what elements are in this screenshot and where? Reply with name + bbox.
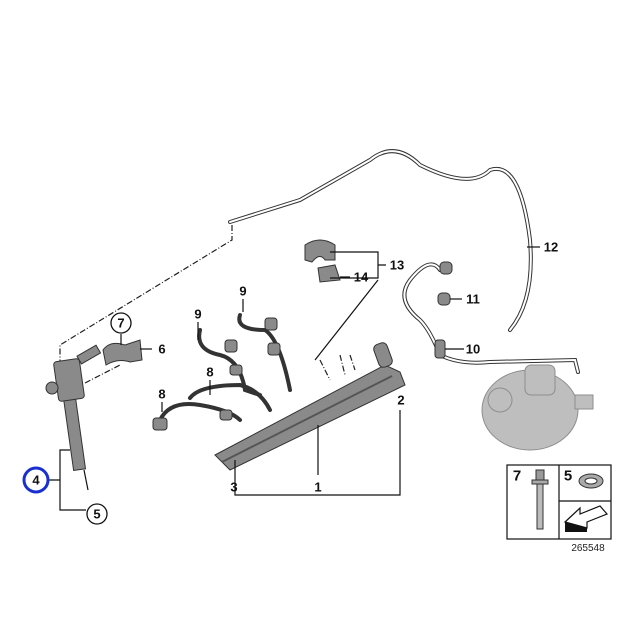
line-connector	[434, 339, 446, 359]
bracket-14[interactable]	[317, 264, 341, 283]
callout-8[interactable]: 8	[206, 365, 213, 380]
callout-2[interactable]: 2	[397, 393, 404, 408]
callout-5[interactable]: 5	[93, 507, 100, 522]
fuel-rail-1[interactable]	[214, 341, 406, 471]
callout-4-highlight	[22, 466, 50, 494]
legend-label-7: 7	[513, 468, 521, 485]
callout-4[interactable]: 4	[32, 473, 40, 488]
bolt-icon	[531, 469, 549, 530]
callout-7[interactable]: 7	[117, 316, 124, 331]
callout-9[interactable]: 9	[239, 284, 246, 299]
callout-12[interactable]: 12	[544, 240, 558, 255]
callout-3[interactable]: 3	[230, 480, 237, 495]
callout-9[interactable]: 9	[194, 307, 201, 322]
callout-14[interactable]: 14	[354, 270, 369, 285]
arrow-icon	[563, 505, 609, 529]
callout-8[interactable]: 8	[158, 387, 165, 402]
callout-1[interactable]: 1	[314, 480, 321, 495]
callout-6[interactable]: 6	[158, 342, 165, 357]
callout-13[interactable]: 13	[390, 258, 404, 273]
leader-lines	[48, 246, 540, 511]
fuel-injector-4[interactable]	[45, 344, 102, 491]
leak-oil-line-12	[228, 149, 533, 332]
high-pressure-pump	[481, 364, 594, 451]
callout-11[interactable]: 11	[466, 292, 480, 307]
clamp-6[interactable]	[102, 339, 143, 366]
injector-lines-8-9[interactable]	[152, 313, 292, 431]
bracket-13[interactable]	[304, 239, 336, 263]
cap-11[interactable]	[437, 292, 451, 306]
part-number: 265548	[571, 543, 605, 554]
legend-label-5: 5	[564, 468, 572, 485]
callout-10[interactable]: 10	[466, 342, 480, 357]
small-parts-legend: 7 5	[506, 464, 612, 540]
